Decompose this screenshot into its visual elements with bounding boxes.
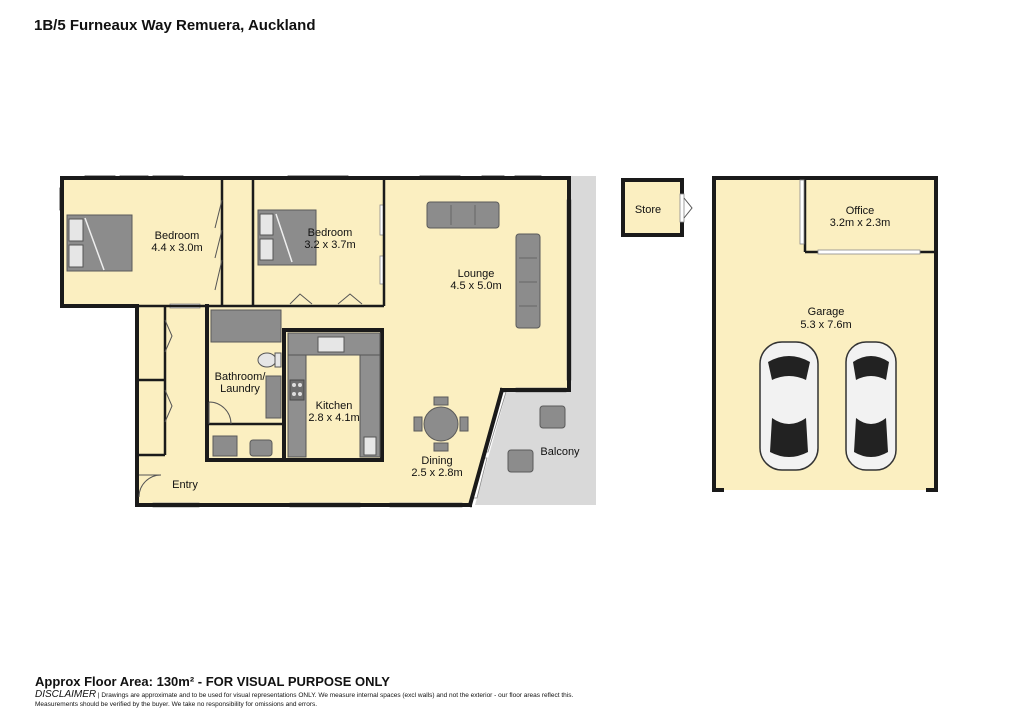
store-label: Store [635,204,661,216]
floor-area-note: Approx Floor Area: 130m² - FOR VISUAL PU… [35,674,390,689]
car-icon [759,341,819,471]
store-building [621,178,693,237]
bed-icon [66,214,133,272]
lounge-size: 4.5 x 5.0m [450,280,501,292]
laundry-label: Laundry [220,383,260,395]
dining-size: 2.5 x 2.8m [411,467,462,479]
bedroom-label: Bedroom [308,227,353,239]
vanity-icon [265,375,282,419]
kitchen-size: 2.8 x 4.1m [308,412,359,424]
room-labels: Bedroom 4.4 x 3.0m Bedroom 3.2 x 3.7m Lo… [151,204,890,491]
plan-title: 1B/5 Furneaux Way Remuera, Auckland [34,17,316,34]
armchair-icon [507,449,534,473]
walls [60,176,571,508]
disclaimer-line-2: Measurements should be verified by the b… [35,701,318,708]
disclaimer: DISCLAIMER | Drawings are approximate an… [35,690,995,709]
bedroom-size: 4.4 x 3.0m [151,242,202,254]
disclaimer-label: DISCLAIMER [35,689,97,700]
garage-label: Garage [808,306,845,318]
disclaimer-line-1: | Drawings are approximate and to be use… [96,692,574,699]
bed-icon [257,209,317,266]
car-icon [845,341,897,471]
bedroom-size: 3.2 x 3.7m [304,239,355,251]
toilet-icon [257,352,282,368]
balcony-area [475,176,596,505]
doors [138,199,363,498]
kitchen-label: Kitchen [316,400,353,412]
dryer-icon [249,439,273,457]
bathroom-label: Bathroom/ [215,371,267,383]
armchair-icon [539,405,566,429]
shower-icon [210,309,282,343]
footer: Approx Floor Area: 130m² - FOR VISUAL PU… [35,674,995,709]
sofa-icon [426,201,500,229]
bedroom-label: Bedroom [155,230,200,242]
office-label: Office [846,205,875,217]
furniture [66,201,566,473]
office-size: 3.2m x 2.3m [830,217,891,229]
lounge-label: Lounge [458,268,495,280]
garage-size: 5.3 x 7.6m [800,319,851,331]
washing-machine-icon [212,435,238,457]
entry-label: Entry [172,479,198,491]
sofa-icon [515,233,541,329]
balcony-label: Balcony [540,446,580,458]
dining-table-icon [413,396,469,452]
kitchen-bench-icon [287,332,381,458]
garage-building [712,176,938,492]
dining-label: Dining [421,455,452,467]
